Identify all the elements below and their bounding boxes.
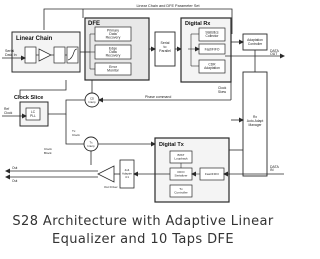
ffe-adapter-label: Adapter (122, 172, 132, 176)
tx-clock-label: Tx (72, 129, 76, 133)
cdr-interp-label: Interp (88, 100, 96, 104)
ref-clock-label: Ref (4, 107, 9, 111)
statistics-collector-label: Collector (205, 34, 219, 38)
ffe-adapter-block: 4x4 Adapter 4:1 (119, 159, 135, 189)
cdr-interp-label: CD (90, 97, 94, 101)
digital-rx-block: Digital Rx Statistics Collector Fast/FIF… (180, 17, 232, 83)
cdr-adaptation-label: CDR (208, 63, 216, 67)
dfe-block: DFE Primary Data Recovery Edge Data Reco… (84, 17, 150, 81)
out-label: Out (12, 179, 17, 183)
rx-fast-fifo-label: Fast/FIFO (205, 48, 220, 52)
linear-chain-block: Linear Chain (11, 31, 81, 73)
clock-slice-block: LC PLL (19, 101, 49, 127)
tx-interp-label: Tx (89, 141, 93, 145)
clock-block-label: Clock (44, 147, 52, 151)
caption-line-1: S28 Architecture with Adaptive Linear (12, 214, 274, 229)
tx-fast-fifo-label: Fast/FIFO (205, 172, 220, 176)
filter-curve-icon (67, 48, 78, 61)
digital-rx-title: Digital Rx (185, 21, 211, 27)
serial-data-in-label-2: Data In (5, 53, 17, 57)
architecture-diagram: Linear Chain and DFE Parameter Set Linea… (2, 4, 285, 247)
serial-to-parallel-label: Serial (161, 41, 170, 45)
phase-command-label: Phase command (145, 95, 171, 99)
data-out-label: DATA (270, 49, 279, 53)
adaptation-controller-block: Adaptation Controller (242, 33, 268, 51)
bist-loopback-label: BIST (178, 153, 185, 157)
edge-data-recovery-label: Edge (109, 47, 117, 51)
linear-chain-cell-2 (53, 46, 66, 64)
statistics-collector-label: Statistics (205, 31, 219, 35)
ffe-adapter-label: 4:1 (125, 175, 129, 179)
tx-controller-label: Controller (174, 191, 187, 195)
autoadapt-manager-label: Rx (253, 115, 257, 119)
caption-line-2: Equalizer and 10 Taps DFE (51, 232, 235, 247)
adaptation-controller-label: Controller (248, 42, 263, 46)
linear-chain-cell-1 (24, 46, 37, 64)
tx-interpolator: Tx Interp (83, 136, 99, 152)
out-label: Out (12, 166, 17, 170)
clock-skew-label: Skew (218, 90, 227, 94)
clock-skew-label: Clock (218, 86, 227, 90)
dfe-title: DFE (88, 21, 100, 27)
error-monitor-label: Monitor (107, 69, 120, 73)
edge-data-recovery-label: Recovery (106, 54, 121, 58)
parameter-bus-label: Linear Chain and DFE Parameter Set (136, 4, 200, 8)
serial-to-parallel-block: Serial to Parallel (154, 31, 176, 67)
clock-block-label: Block (44, 151, 52, 155)
cdr-interpolator: CD Interp (84, 92, 100, 108)
error-monitor-label: Error (109, 65, 118, 69)
block-diagram: Linear Chain and DFE Parameter Set Linea… (2, 4, 285, 203)
lc-pll-label: PLL (30, 114, 36, 118)
ffe-adapter-label: 4x4 (125, 168, 130, 172)
fifo-serializer-label: FIFO (177, 170, 185, 174)
digital-tx-block: Digital Tx BIST Loopback FIFO Serializer… (154, 137, 230, 203)
parameter-bus (43, 8, 233, 34)
primary-data-recovery-label: Recovery (106, 36, 121, 40)
primary-data-recovery-label: Primary (107, 29, 119, 33)
tx-interp-label: Interp (87, 144, 95, 148)
autoadapt-manager-block: Rx Auto-Adapt Manager (242, 71, 268, 177)
serial-data-in-label-1: Serial (5, 49, 14, 53)
tx-clock-label: Clock (72, 133, 80, 137)
autoadapt-manager-label: Manager (248, 123, 262, 127)
serial-to-parallel-label: to (164, 45, 167, 49)
serial-to-parallel-label: Parallel (159, 49, 171, 53)
cdr-adaptation-label: Adaptation (204, 66, 220, 70)
data-out-label: OUT (270, 52, 278, 56)
linear-chain-title: Linear Chain (16, 36, 53, 42)
clock-slice-title: Clock Slice (14, 95, 43, 101)
tx-controller-label: Tx (179, 187, 183, 191)
ref-clock-label: Clock (4, 111, 13, 115)
adaptation-controller-label: Adaptation (247, 38, 263, 42)
data-in-label: DATA (270, 165, 279, 169)
edge-data-recovery-label: Data (109, 50, 116, 54)
fifo-serializer-label: Serializer (175, 174, 188, 178)
data-in-label: IN (270, 168, 274, 172)
output-driver: Out Driver (97, 165, 118, 189)
primary-data-recovery-label: Data (109, 32, 116, 36)
digital-tx-title: Digital Tx (159, 142, 185, 148)
out-driver-label: Out Driver (104, 185, 118, 189)
clock-distribution (19, 80, 93, 145)
autoadapt-manager-label: Auto-Adapt (247, 119, 264, 123)
lc-pll-label: LC (31, 110, 36, 114)
bist-loopback-label: Loopback (174, 157, 188, 161)
